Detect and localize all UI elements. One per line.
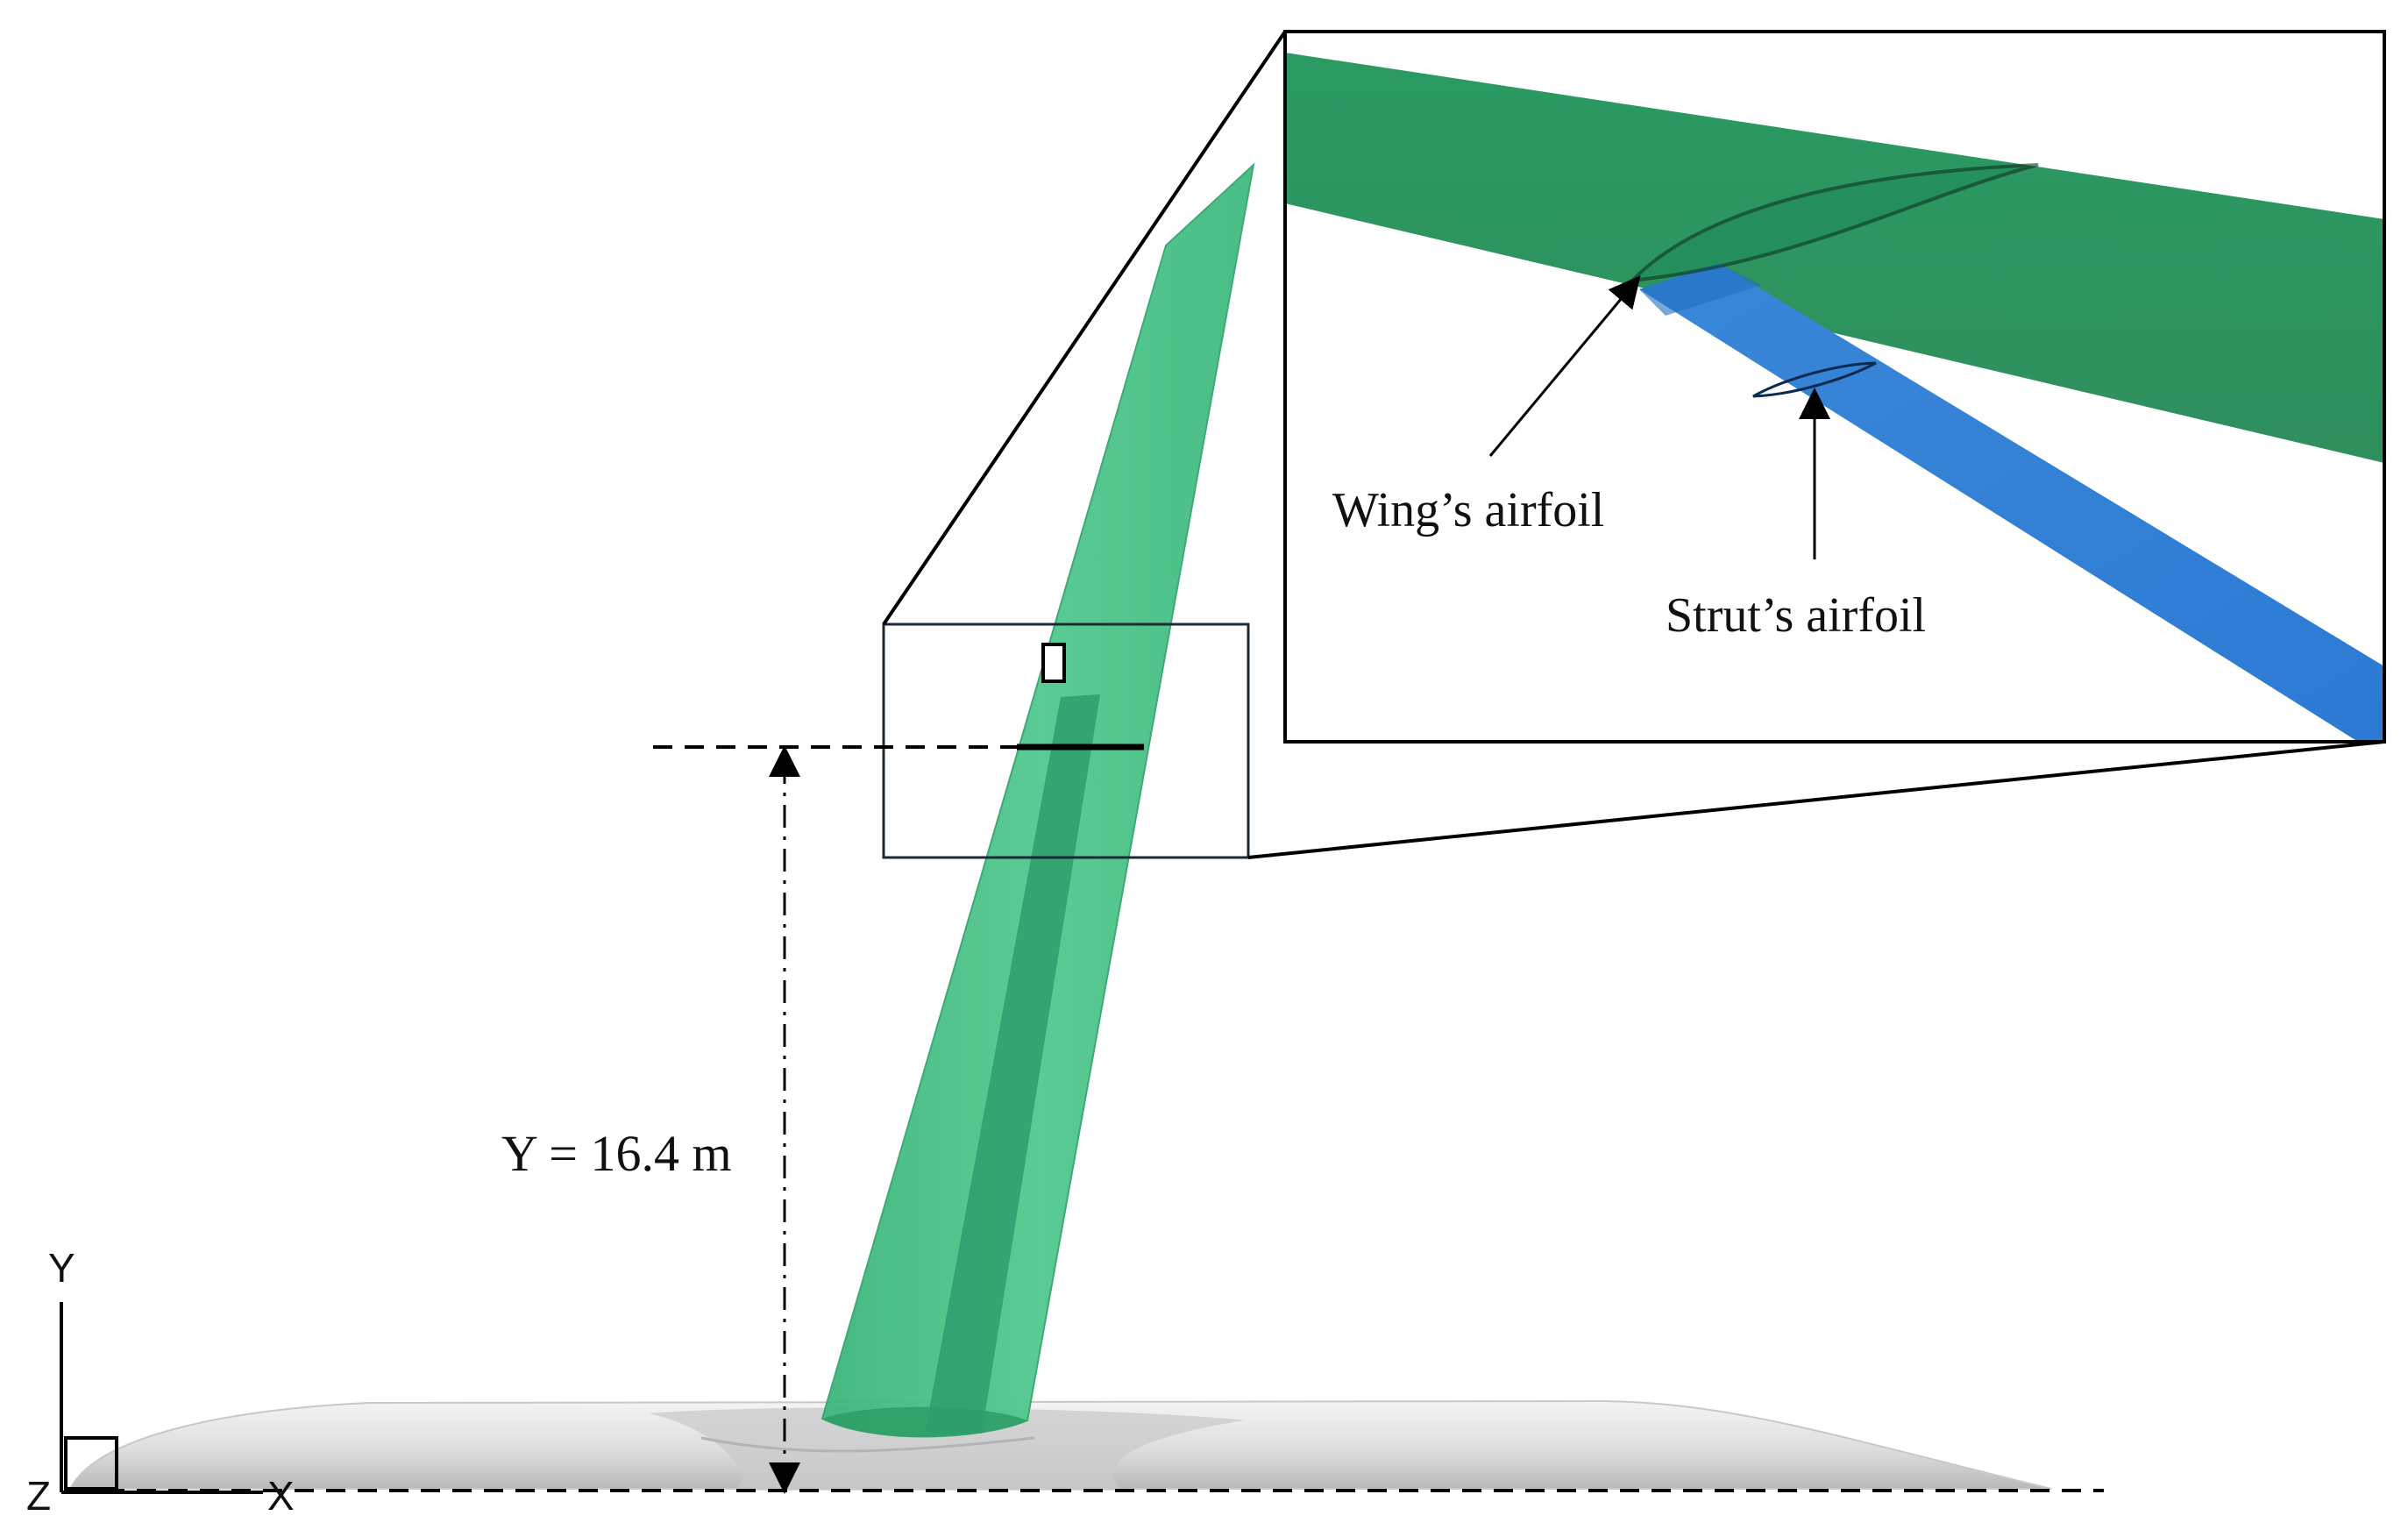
wing-airfoil-outline: [1627, 163, 2039, 283]
axis-triad: Y X Z: [26, 1245, 295, 1519]
strut-airfoil-outline: [1752, 361, 1877, 398]
fuselage: [68, 1399, 2052, 1491]
dimension-label: Y = 16.4 m: [501, 1125, 732, 1182]
strut-airfoil-label: Strut’s airfoil: [1666, 588, 1926, 643]
zoom-connector-bottom: [1247, 740, 2385, 859]
axis-z-label: Z: [26, 1473, 51, 1519]
wing-airfoil-label: Wing’s airfoil: [1332, 483, 1604, 537]
main-wing: [820, 162, 1255, 1438]
zoom-connector-top: [882, 30, 1287, 626]
axis-x-label: X: [267, 1473, 295, 1519]
zoom-inset: Wing’s airfoil Strut’s airfoil: [1283, 30, 2386, 744]
marker-box: [1041, 643, 1066, 683]
wing-airfoil-arrow: [1488, 275, 1641, 457]
inset-wing: [1285, 53, 2384, 463]
strut: [925, 694, 1100, 1434]
zoom-source-box: [882, 623, 1250, 859]
axis-y-label: Y: [48, 1245, 75, 1291]
